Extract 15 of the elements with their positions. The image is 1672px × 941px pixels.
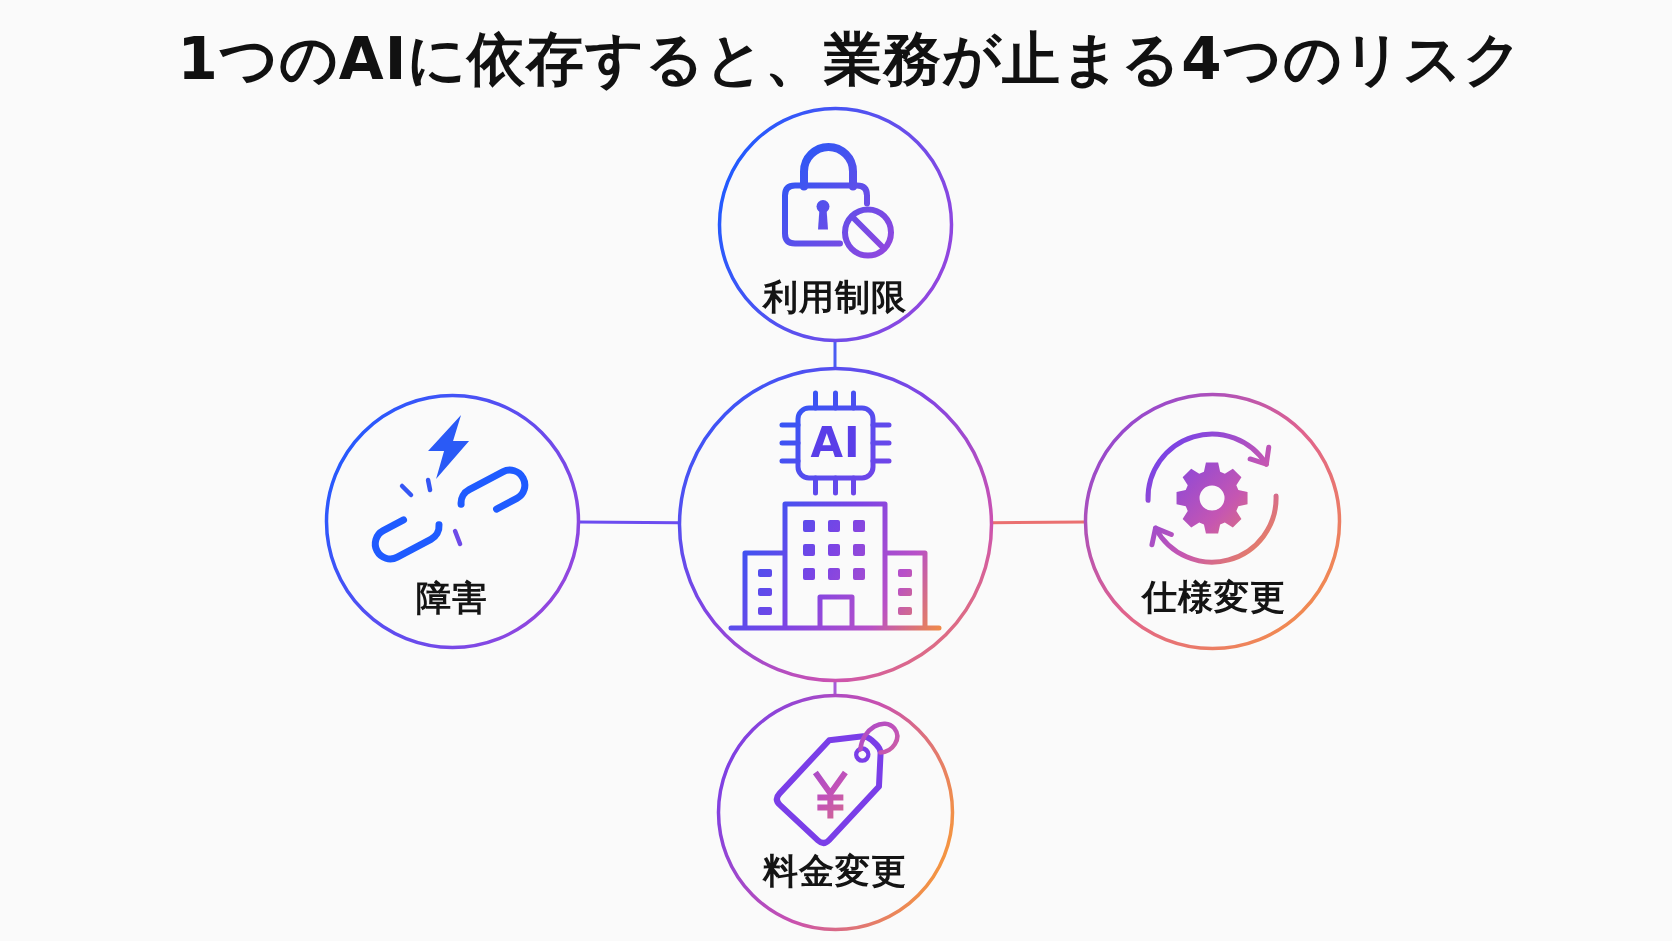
risk-label: 料金変更	[763, 851, 907, 891]
risk-circle	[322, 391, 582, 651]
risk-label: 障害	[416, 578, 488, 618]
connector-line	[578, 520, 679, 525]
connector-line	[833, 680, 837, 695]
risk-circle	[1081, 390, 1343, 652]
connector-line	[991, 520, 1085, 525]
risk-label: 仕様変更	[1142, 577, 1286, 617]
risk-circle	[715, 104, 955, 344]
risk-label: 利用制限	[763, 277, 907, 317]
risk-circle	[714, 691, 956, 933]
title: 1つのAIに依存すると、業務が止まる4つのリスク	[177, 25, 1523, 93]
chip-label: AI	[810, 419, 861, 467]
hub-circle	[675, 364, 995, 684]
connector-line	[833, 340, 837, 368]
